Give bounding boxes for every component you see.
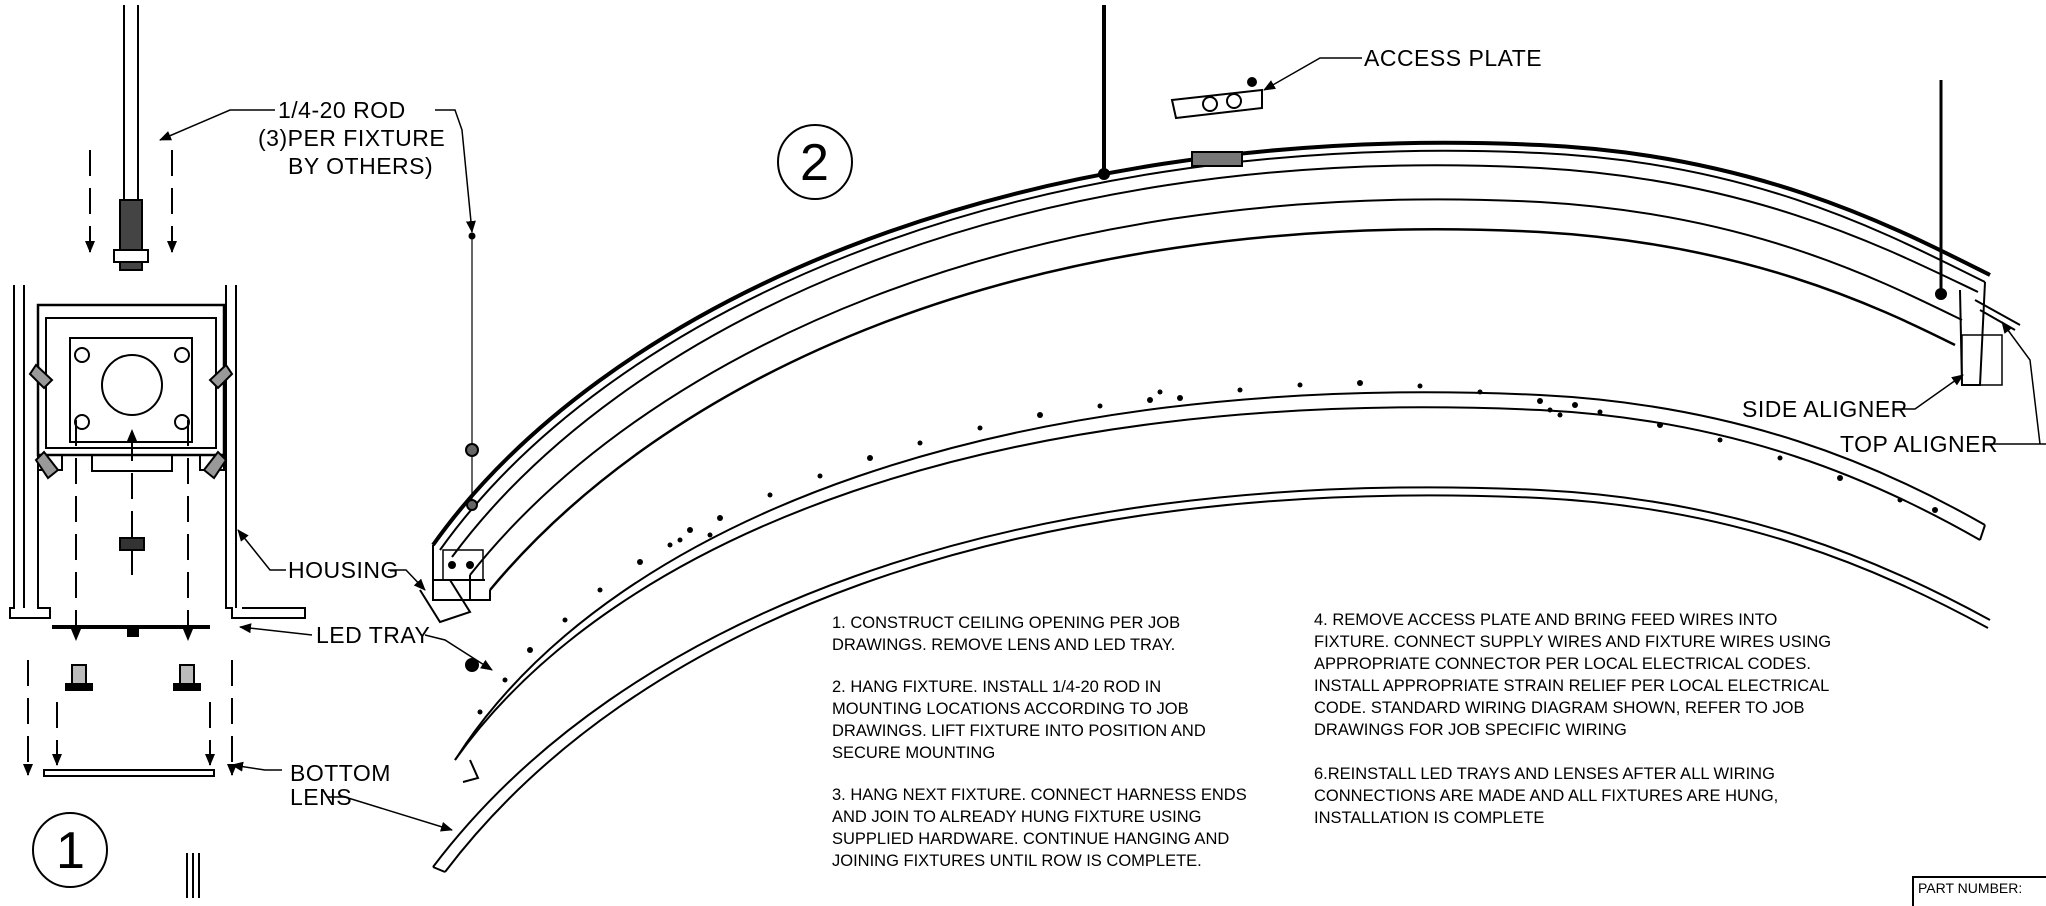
view-2-number: 2 — [800, 134, 829, 192]
leader-lines — [159, 57, 2046, 832]
cross-section-view — [9, 5, 306, 898]
part-number-box: PART NUMBER: — [1912, 876, 2046, 906]
step-1-text: 1. CONSTRUCT CEILING OPENING PER JOB DRA… — [832, 614, 1181, 654]
step-6-text: 6.REINSTALL LED TRAYS AND LENSES AFTER A… — [1314, 765, 1779, 827]
threaded-rod — [113, 5, 149, 271]
access-plate-part — [1170, 77, 1263, 167]
bottom-lens-label-line2: LENS — [290, 784, 352, 810]
curved-housing — [419, 140, 2021, 624]
access-plate-label: ACCESS PLATE — [1364, 45, 1542, 71]
step-2-text: 2. HANG FIXTURE. INSTALL 1/4-20 ROD IN M… — [832, 678, 1206, 762]
curved-lens — [432, 486, 1991, 868]
rod-label-line2: (3)PER FIXTURE — [258, 125, 445, 151]
led-tray-label: LED TRAY — [316, 622, 430, 648]
side-aligner-label: SIDE ALIGNER — [1742, 396, 1908, 422]
bottom-lens-label-line1: BOTTOM — [290, 760, 391, 786]
curved-led-tray — [454, 380, 1986, 783]
top-aligner-label: TOP ALIGNER — [1840, 431, 1998, 457]
step-4-text: 4. REMOVE ACCESS PLATE AND BRING FEED WI… — [1314, 611, 1832, 739]
rod-label-line1: 1/4-20 ROD — [278, 97, 406, 123]
curved-fixture-view — [32, 5, 2046, 888]
rod-label-line3: BY OTHERS) — [288, 153, 433, 179]
housing-profile — [9, 285, 306, 619]
bottom-lens-part — [43, 769, 215, 777]
step-3-text: 3. HANG NEXT FIXTURE. CONNECT HARNESS EN… — [832, 786, 1247, 870]
view-1-number: 1 — [56, 822, 85, 880]
view-2-circle — [777, 124, 853, 200]
housing-label: HOUSING — [288, 557, 399, 583]
callout-labels: 1/4-20 ROD (3)PER FIXTURE BY OTHERS) ACC… — [56, 45, 1998, 880]
screws — [65, 664, 201, 691]
view-1-circle — [32, 812, 108, 888]
